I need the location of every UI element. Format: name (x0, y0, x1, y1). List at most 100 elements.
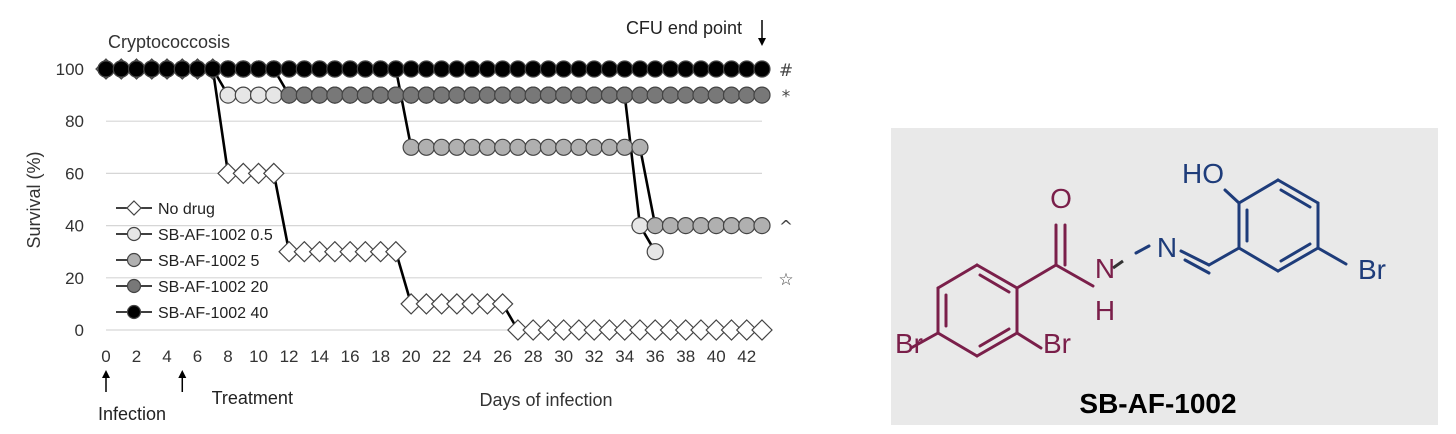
legend-label: SB-AF-1002 40 (158, 305, 268, 322)
x-tick-label: 12 (280, 347, 299, 366)
data-point (341, 60, 359, 78)
data-point (585, 86, 603, 104)
x-tick-label: 14 (310, 347, 329, 366)
data-point (310, 60, 329, 78)
data-point (600, 86, 619, 104)
x-tick-label: 42 (737, 347, 756, 366)
x-tick-label: 28 (524, 347, 543, 366)
data-point (509, 86, 527, 104)
data-point (644, 319, 667, 341)
data-point (308, 240, 331, 263)
y-tick-label: 60 (65, 164, 84, 183)
x-tick-label: 2 (132, 347, 141, 366)
x-tick-label: 16 (341, 347, 360, 366)
data-point (219, 60, 237, 78)
x-tick-label: 36 (646, 347, 665, 366)
structure-panel: O N H N HO Br Br Br SB-AF-1002 (891, 128, 1438, 425)
data-point (173, 60, 191, 78)
data-point (555, 86, 573, 104)
data-point (354, 240, 377, 263)
data-point (690, 319, 712, 341)
x-axis-label: Days of infection (479, 390, 612, 410)
data-point (570, 60, 588, 78)
data-point (339, 240, 361, 263)
data-point (600, 138, 619, 156)
data-point (738, 86, 756, 104)
data-point (537, 319, 560, 341)
molecule-structure: O N H N HO Br Br Br SB-AF-1002 (895, 158, 1386, 419)
data-point (585, 60, 603, 78)
data-point (478, 60, 496, 78)
data-point (247, 162, 270, 185)
data-point (600, 60, 619, 78)
data-point (323, 240, 346, 263)
data-point (476, 293, 499, 315)
data-point (402, 86, 420, 104)
left-aryl-bonds (909, 223, 1095, 358)
x-tick-label: 0 (101, 347, 110, 366)
data-point (661, 60, 680, 78)
data-point (234, 60, 252, 78)
data-point (433, 138, 451, 156)
data-point (188, 60, 207, 78)
data-point (385, 240, 407, 263)
legend-label: SB-AF-1002 0.5 (158, 227, 273, 244)
data-point (631, 138, 649, 156)
atom-br-left: Br (895, 328, 923, 359)
data-point (265, 86, 283, 104)
data-point (387, 60, 405, 78)
data-point (568, 319, 590, 341)
data-point (509, 138, 527, 156)
data-point (616, 86, 634, 104)
hydrazone-bonds (1134, 244, 1241, 275)
x-tick-label: 30 (554, 347, 573, 366)
data-point (356, 86, 374, 104)
legend-marker (126, 304, 142, 320)
data-point (629, 319, 651, 341)
x-tick-label: 38 (676, 347, 695, 366)
data-point (402, 138, 420, 156)
data-point (616, 138, 634, 156)
infection-label: Infection (98, 404, 166, 424)
data-point (646, 60, 664, 78)
legend-label: SB-AF-1002 20 (158, 279, 268, 296)
data-point (753, 217, 771, 235)
data-point (570, 138, 588, 156)
data-point (509, 60, 527, 78)
data-point (494, 60, 512, 78)
cfu-arrowhead (758, 38, 766, 46)
data-point (262, 162, 285, 185)
data-point (280, 60, 298, 78)
data-point (341, 86, 359, 104)
data-point (738, 217, 756, 235)
x-tick-label: 32 (585, 347, 604, 366)
legend-item: No drug (116, 200, 215, 218)
data-point (461, 293, 483, 315)
legend-label: No drug (158, 201, 215, 218)
data-point (722, 217, 741, 235)
data-point (631, 217, 649, 235)
series-layer (95, 58, 773, 341)
data-point (446, 293, 468, 315)
data-point (249, 86, 268, 104)
data-point (613, 319, 636, 341)
data-point (735, 319, 758, 341)
legend-marker (126, 278, 142, 294)
legend-marker (126, 226, 142, 242)
data-point (478, 86, 496, 104)
data-point (372, 86, 390, 104)
x-tick-label: 24 (463, 347, 482, 366)
data-point (232, 162, 255, 185)
data-point (433, 60, 451, 78)
data-point (280, 86, 298, 104)
data-point (539, 86, 558, 104)
data-point (539, 138, 558, 156)
data-point (249, 60, 268, 78)
data-point (387, 86, 405, 104)
data-point (158, 60, 176, 78)
data-point (524, 60, 542, 78)
